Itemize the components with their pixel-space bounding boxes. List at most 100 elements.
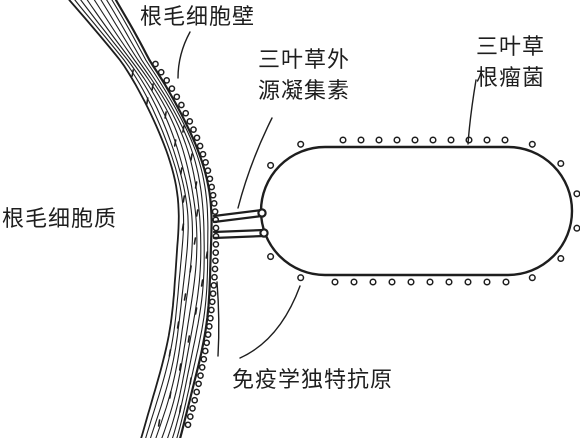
wall-antigen-bead	[163, 77, 171, 84]
wall-antigen-bead	[210, 282, 218, 289]
cell-wall-dash	[157, 419, 161, 427]
bacterium-antigen-bead	[388, 278, 396, 286]
wall-antigen-bead	[193, 134, 201, 142]
cell-wall-dash	[168, 349, 172, 357]
cell-wall-dash	[193, 237, 197, 245]
wall-antigen-bead	[173, 93, 181, 101]
cell-wall-fiber	[114, 0, 213, 438]
wall-antigen-bead	[212, 257, 219, 265]
bacterium-antigen-bead	[297, 140, 305, 148]
bacterium-antigen-bead	[445, 278, 453, 286]
leader-cell-wall	[177, 31, 191, 79]
wall-antigen-bead	[208, 306, 215, 314]
wall-antigen-bead	[182, 109, 190, 117]
bacterium-antigen-bead	[447, 136, 455, 144]
wall-antigen-bead	[204, 167, 212, 174]
wall-antigen-bead	[203, 339, 211, 347]
wall-antigen-bead	[212, 224, 220, 232]
leader-lines	[177, 31, 477, 359]
cell-wall-dash	[131, 69, 134, 77]
leader-antigen-bacterium	[239, 285, 301, 359]
cell-wall-fiber	[106, 0, 205, 438]
lectin-label-line1: 三叶草外	[258, 48, 351, 73]
cell-wall-dash	[146, 97, 149, 105]
cell-wall-fiber	[80, 0, 189, 438]
cell-wall-dash	[169, 391, 172, 399]
cell-wall-dash	[189, 377, 192, 385]
wall-antigen-bead	[178, 101, 185, 109]
wall-antigen-bead	[208, 298, 216, 306]
cell-wall-label: 根毛细胞壁	[140, 5, 256, 30]
cell-wall-dash	[189, 265, 192, 273]
wall-antigen-bead	[205, 323, 213, 330]
lectin-bridge-upper	[212, 208, 264, 218]
rhizobium-cell-outline	[259, 145, 574, 277]
wall-antigen-bead	[208, 183, 216, 191]
cell-wall-dash	[194, 181, 198, 189]
bacterium-antigen-bead	[501, 136, 509, 144]
wall-antigen-bead	[202, 159, 209, 166]
lectin-bridge-lower-inner	[212, 234, 266, 240]
bacterium-antigen-bead	[483, 278, 491, 286]
wall-antigen-bead	[157, 68, 165, 76]
wall-antigen-bead	[204, 331, 212, 338]
wall-antigen-bead	[211, 273, 218, 281]
cell-wall-dash	[182, 195, 186, 203]
bacterium-antigen-bead	[573, 224, 580, 232]
cell-wall-dash	[151, 83, 154, 91]
bacterium-antigen-bead	[350, 278, 358, 286]
cell-wall-dash	[164, 111, 167, 119]
wall-antigen-bead	[195, 380, 202, 388]
wall-antigen-bead	[207, 314, 214, 322]
bacterium-antigen-bead	[426, 278, 434, 286]
cell-wall-fiber	[93, 0, 198, 438]
cell-wall-dash	[181, 223, 185, 231]
bacterium-antigen-bead	[393, 136, 401, 144]
wall-antigen-bead	[212, 249, 220, 256]
bacterium-antigen-bead	[557, 254, 565, 263]
wall-antigen-bead	[210, 200, 218, 207]
lectin-tip-upper	[257, 208, 267, 218]
antigen-label: 免疫学独特抗原	[232, 368, 394, 393]
wall-antigen-bead	[190, 126, 197, 133]
leader-rhizobium	[467, 79, 477, 145]
cell-wall-fiber	[111, 0, 209, 438]
wall-antigen-bead	[206, 175, 214, 183]
cell-wall-dash	[176, 321, 180, 329]
bacterium-antigen-bead	[375, 136, 383, 144]
cell-wall-dash	[179, 405, 182, 413]
cell-wall-dash	[183, 293, 187, 301]
bacterium-antigen-bead	[557, 159, 565, 168]
wall-antigen-bead	[191, 396, 199, 404]
cell-wall-dash	[195, 209, 199, 217]
wall-antigen-bead	[196, 142, 204, 150]
cell-wall-fibers	[68, 0, 213, 438]
rhizobium-label-line1: 三叶草	[476, 35, 546, 60]
cell-wall-antigen-beads	[152, 60, 220, 429]
wall-antigen-bead	[212, 241, 220, 248]
wall-antigen-bead	[199, 150, 207, 158]
bacterium-antigen-bead	[502, 278, 510, 286]
lectin-tip-lower	[259, 228, 269, 238]
cell-wall-fiber	[86, 0, 194, 438]
leader-antigen-wall	[216, 281, 220, 357]
wall-antigen-bead	[201, 347, 209, 355]
bacterium-antigen-bead	[267, 161, 275, 169]
cytoplasm-label: 根毛细胞质	[2, 207, 118, 232]
bacterium-antigen-bead	[464, 278, 472, 286]
bacterium-antigen-bead	[297, 274, 305, 282]
bacterium-antigen-bead	[267, 253, 275, 261]
rhizobium-label-line2: 根瘤菌	[476, 66, 546, 91]
wall-antigen-bead	[152, 60, 159, 68]
cell-wall-texture	[131, 69, 209, 427]
lectin-bridge-lower	[212, 228, 266, 234]
bacterium-antigen-bead	[429, 136, 437, 144]
lectin-label-line2: 源凝集素	[258, 79, 351, 104]
wall-antigen-bead	[200, 355, 208, 363]
cell-wall-dash	[182, 125, 185, 133]
bacterium-antigen-bead	[331, 278, 339, 286]
wall-antigen-bead	[168, 85, 176, 92]
cell-wall-dash	[200, 279, 204, 287]
bacterium-antigen-bead	[357, 136, 365, 144]
